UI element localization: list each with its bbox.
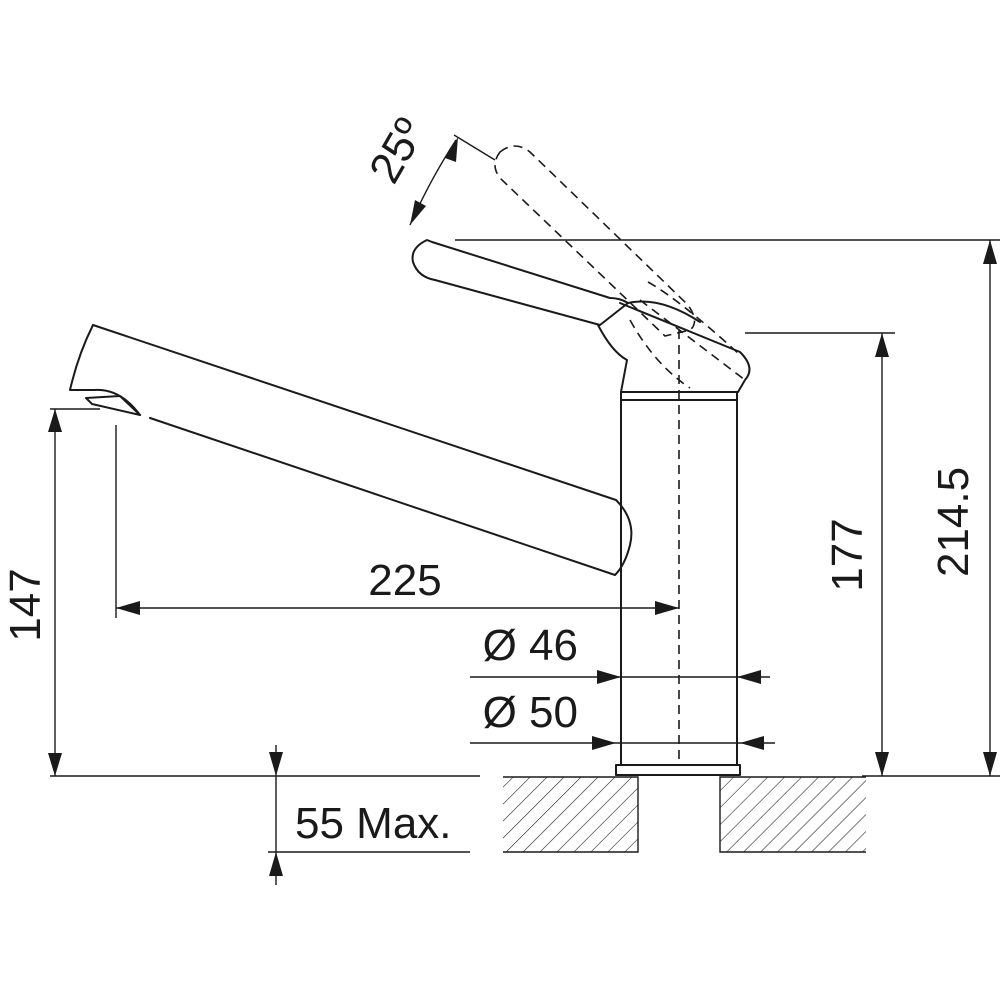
dim-deck-thickness-label: 55 Max. — [295, 799, 452, 848]
dim-body-diameter: Ø 46 — [470, 621, 770, 684]
dim-lever-angle: 25º — [360, 110, 496, 226]
dim-lever-angle-label: 25º — [360, 110, 435, 191]
dim-reach-label: 225 — [368, 556, 441, 605]
dim-base-diameter-label: Ø 50 — [483, 688, 578, 737]
dim-total-height: 214.5 — [455, 239, 1000, 777]
dim-body-height-label: 177 — [823, 518, 872, 591]
lever-closed — [411, 239, 751, 393]
dim-total-height-label: 214.5 — [929, 467, 978, 577]
dim-spout-height: 147 — [1, 408, 480, 777]
dim-body-height: 177 — [745, 332, 900, 777]
lever-open-dashed — [494, 145, 746, 389]
dim-spout-height-label: 147 — [1, 568, 50, 641]
countertop-section — [503, 776, 866, 853]
dim-body-diameter-label: Ø 46 — [483, 621, 578, 670]
faucet-body — [615, 330, 741, 776]
dim-base-diameter: Ø 50 — [470, 688, 775, 750]
spout — [69, 324, 633, 576]
dim-reach: 225 — [115, 425, 679, 618]
dim-deck-thickness: 55 Max. — [268, 745, 470, 885]
